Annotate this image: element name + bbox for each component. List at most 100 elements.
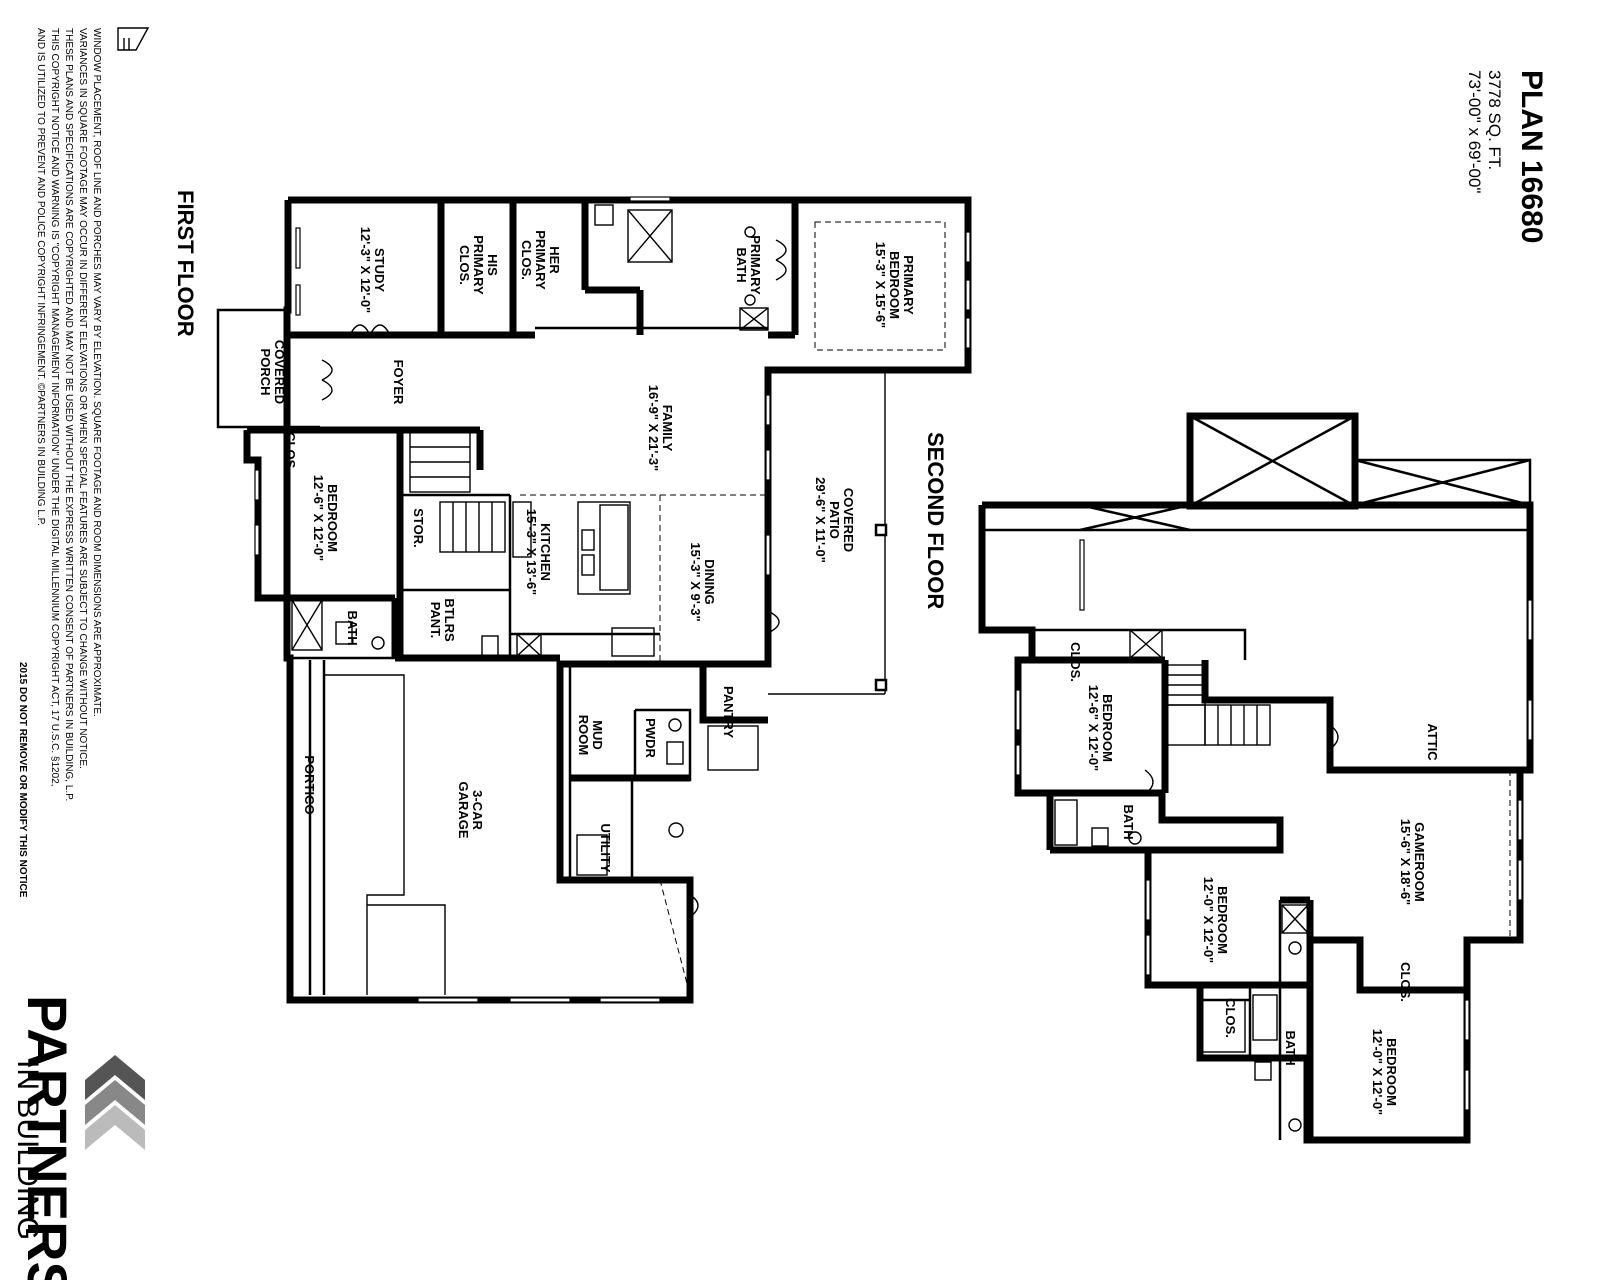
room-label-line: PRIMARY xyxy=(901,255,916,315)
room-label-line: BEDROOM xyxy=(325,484,340,552)
second-floor-heading: SECOND FLOOR xyxy=(923,432,948,609)
room-label-dining: DINING15'-3" X 9'-3" xyxy=(688,542,717,621)
logo-subtitle: IN BUILDING xyxy=(11,1060,44,1240)
room-label-line: BEDROOM xyxy=(887,251,902,319)
room-label-line: PORTICO xyxy=(302,755,317,814)
room-label-line: FOYER xyxy=(391,360,406,405)
room-label-closet-3: CLOS. xyxy=(1398,962,1413,1002)
room-label-line: CLOS. xyxy=(1398,962,1413,1002)
room-label-foyer: FOYER xyxy=(391,360,406,405)
room-label-line: PRIMARY xyxy=(533,230,548,290)
room-label-her-closet: HERPRIMARYCLOS. xyxy=(519,230,562,290)
room-label-line: BEDROOM xyxy=(1384,1038,1399,1106)
room-label-line: 12'-6" X 12'-0" xyxy=(1086,685,1101,771)
equal-housing-icon xyxy=(117,27,150,51)
room-label-portico: PORTICO xyxy=(302,755,317,814)
room-label-line: PANT. xyxy=(428,602,443,639)
second-floor-walls xyxy=(978,412,1534,1144)
disclaimer-line: AND IS UTILIZED TO PREVENT AND POLICE CO… xyxy=(35,28,46,526)
chevron-logo-icon xyxy=(85,1055,145,1150)
room-label-line: 12'-0" X 12'-0" xyxy=(1201,877,1216,963)
room-label-bedroom-2: BEDROOM12'-6" X 12'-0" xyxy=(1086,685,1115,771)
disclaimer: WINDOW PLACEMENT, ROOF LINE AND PORCHES … xyxy=(35,28,102,801)
room-label-line: COVERED xyxy=(841,488,856,552)
logo-name: PARTNERS xyxy=(16,995,79,1280)
room-label-primary-bath: PRIMARYBATH xyxy=(734,235,763,295)
room-label-study: STUDY12'-3" X 12'-0" xyxy=(358,227,387,313)
room-label-line: PANTRY xyxy=(721,686,736,738)
room-label-line: CLOS. xyxy=(283,432,298,472)
second-floor-details xyxy=(1015,539,1533,1132)
room-label-line: BEDROOM xyxy=(1215,886,1230,954)
room-label-line: CLOS. xyxy=(519,240,534,280)
disclaimer-line: THIS COPYRIGHT NOTICE AND WARNING IS "CO… xyxy=(49,28,60,787)
room-label-line: 15'-6" X 18'-6" xyxy=(1398,819,1413,905)
room-label-line: STOR. xyxy=(411,508,426,548)
room-label-line: BTLRS xyxy=(442,598,457,642)
room-label-bath-3: BATH xyxy=(1283,1030,1298,1065)
logo: PARTNERS IN BUILDING xyxy=(11,995,145,1280)
room-label-line: CLOS. xyxy=(1223,998,1238,1038)
room-label-bath-2: BATH xyxy=(1121,804,1136,839)
room-label-line: PRIMARY xyxy=(748,235,763,295)
room-label-line: 15'-3" X 13'-6" xyxy=(524,509,539,595)
room-label-line: COVERED xyxy=(272,340,287,404)
room-label-line: MUD xyxy=(590,720,605,750)
room-label-line: 15'-3" X 9'-3" xyxy=(688,542,703,621)
room-label-closet-2: CLOS. xyxy=(1068,642,1083,682)
plan-dimensions: 73'-00" x 69'-00" xyxy=(1465,70,1484,193)
room-label-mud-room: MUDROOM xyxy=(576,715,605,755)
room-label-line: PRIMARY xyxy=(471,235,486,295)
room-label-line: BEDROOM xyxy=(1100,694,1115,762)
room-label-line: 16'-9" X 21'-3" xyxy=(646,385,661,471)
room-label-line: 15'-3" X 15'-6" xyxy=(873,242,888,328)
plan-title: PLAN 16680 xyxy=(1515,70,1548,243)
first-floor-heading: FIRST FLOOR xyxy=(173,190,198,337)
room-label-garage: 3-CARGARAGE xyxy=(456,781,485,838)
room-label-attic: ATTIC xyxy=(1425,723,1440,761)
room-label-line: ROOM xyxy=(576,715,591,755)
room-label-covered-porch: COVEREDPORCH xyxy=(258,340,287,404)
room-label-family: FAMILY16'-9" X 21'-3" xyxy=(646,385,675,471)
room-label-line: DINING xyxy=(702,559,717,605)
room-label-line: HER xyxy=(547,246,562,274)
room-label-line: HIS xyxy=(485,254,500,276)
disclaimer-line: THESE PLANS AND SPECIFICATIONS ARE COPYR… xyxy=(63,28,74,801)
room-label-pantry: PANTRY xyxy=(721,686,736,738)
room-label-line: 29'-6" X 11'-0" xyxy=(813,477,828,563)
room-label-line: PATIO xyxy=(827,501,842,539)
first-floor-walls xyxy=(216,196,972,1004)
room-label-line: BATH xyxy=(345,610,360,645)
room-label-line: BATH xyxy=(734,247,749,282)
room-label-line: BATH xyxy=(1283,1030,1298,1065)
room-label-bath-1: BATH xyxy=(345,610,360,645)
first-floor-details xyxy=(254,196,971,1003)
room-label-bedroom-1: BEDROOM12'-6" X 12'-0" xyxy=(311,475,340,561)
room-label-kitchen: KITCHEN15'-3" X 13'-6" xyxy=(524,509,553,595)
room-label-line: 12'-3" X 12'-0" xyxy=(358,227,373,313)
room-label-bedroom-3: BEDROOM12'-0" X 12'-0" xyxy=(1201,877,1230,963)
room-label-pwdr: PWDR xyxy=(643,718,658,758)
room-label-line: GARAGE xyxy=(456,781,471,838)
room-label-line: KITCHEN xyxy=(538,523,553,581)
room-label-line: 3-CAR xyxy=(470,790,485,830)
room-label-stor: STOR. xyxy=(411,508,426,548)
room-label-line: PORCH xyxy=(258,349,273,396)
room-labels: STUDY12'-3" X 12'-0"HISPRIMARYCLOS.HERPR… xyxy=(258,227,1440,1115)
room-label-line: 12'-0" X 12'-0" xyxy=(1370,1029,1385,1115)
room-label-bedroom-4: BEDROOM12'-0" X 12'-0" xyxy=(1370,1029,1399,1115)
disclaimer-line: VARIANCES IN SQUARE FOOTAGE MAY OCCUR IN… xyxy=(77,28,88,769)
room-label-btlrs-pant: BTLRSPANT. xyxy=(428,598,457,642)
room-label-line: ATTIC xyxy=(1425,723,1440,761)
room-label-line: PWDR xyxy=(643,718,658,758)
room-label-line: UTILITY xyxy=(598,823,613,872)
room-label-line: 12'-6" X 12'-0" xyxy=(311,475,326,561)
plan-header: PLAN 16680 3778 SQ. FT. 73'-00" x 69'-00… xyxy=(1465,70,1548,243)
room-label-covered-patio: COVEREDPATIO29'-6" X 11'-0" xyxy=(813,477,856,563)
room-label-line: STUDY xyxy=(372,248,387,292)
room-label-his-closet: HISPRIMARYCLOS. xyxy=(457,235,500,295)
room-label-closet-4: CLOS. xyxy=(1223,998,1238,1038)
room-label-closet-1: CLOS. xyxy=(283,432,298,472)
room-label-line: GAMEROOM xyxy=(1412,822,1427,901)
